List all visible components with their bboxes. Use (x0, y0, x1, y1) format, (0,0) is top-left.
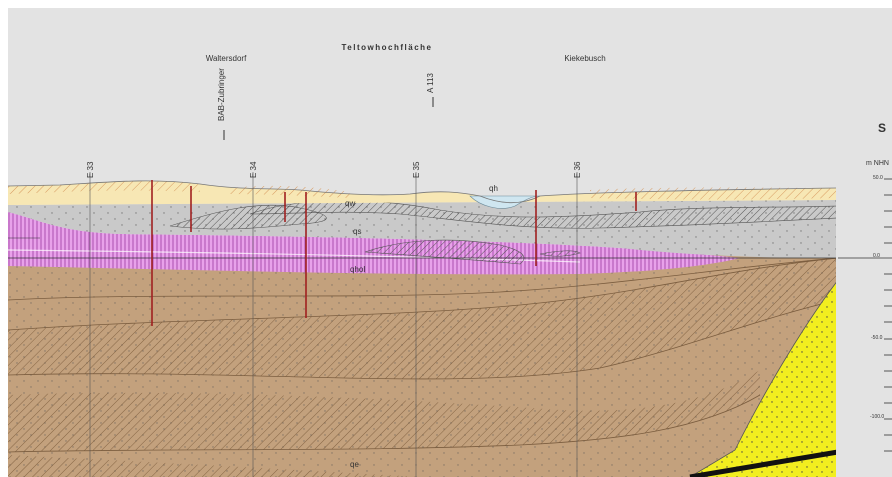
unit-label-qs: qs (353, 227, 361, 236)
qhol-pattern (8, 212, 740, 275)
elevation-scale: S m NHN 50.0 0.0 -50.0 -100.0 (838, 121, 892, 452)
scale-tick-50: 50.0 (873, 175, 883, 181)
lens-2 (249, 200, 836, 229)
profile-label-e33: E 33 (86, 161, 95, 178)
section-title: Teltowhochfläche (342, 43, 433, 52)
hatched-band-2 (8, 370, 760, 452)
profile-label-e35: E 35 (412, 161, 421, 178)
place-waltersdorf: Waltersdorf (206, 54, 247, 63)
unit-label-qh: qh (489, 184, 498, 193)
lens-4 (539, 250, 581, 257)
place-kiekebusch: Kiekebusch (564, 54, 605, 63)
unit-label-qw: qw (345, 199, 355, 208)
qw-hatch-3 (590, 187, 836, 200)
scale-tick-minus100: -100.0 (870, 414, 884, 420)
strata (8, 180, 836, 477)
cut-letter: S (878, 121, 886, 135)
scale-unit-label: m NHN (866, 160, 889, 167)
scale-tick-0: 0.0 (873, 253, 880, 259)
profile-lines (89, 172, 578, 477)
profile-label-e36: E 36 (573, 161, 582, 178)
road-a113: A 113 (426, 73, 435, 93)
unit-label-qe: qe (350, 460, 359, 469)
tertiary-yellow-dots (690, 282, 836, 477)
ground-surface (8, 180, 836, 204)
scale-tick-minus50: -50.0 (871, 335, 883, 341)
hatched-band-3 (8, 455, 420, 477)
base-black-line (689, 449, 836, 477)
profile-label-e34: E 34 (249, 161, 258, 178)
unit-label-qhol: qhol (350, 265, 365, 274)
boreholes (151, 180, 637, 326)
hatched-band-1 (8, 258, 836, 379)
road-bab-zubringer: BAB-Zubringer (217, 68, 226, 121)
